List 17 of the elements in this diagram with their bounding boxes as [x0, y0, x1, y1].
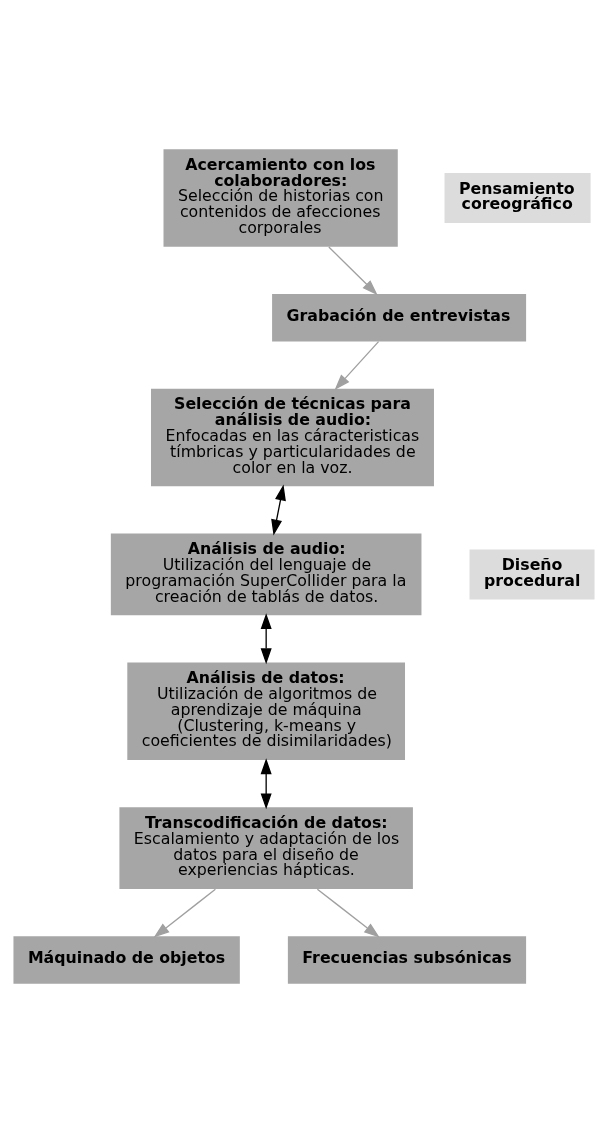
- node-box: Pensamiento coreográfico: [444, 172, 591, 223]
- arrow: [316, 888, 380, 938]
- arrow: [260, 613, 272, 665]
- node-box: Análisis de datos: Utilización de algoritmos de aprendizaje de máquina (Clustering, k-means y coeficientes de disimilaridades): [127, 662, 405, 760]
- node-box: Diseño procedural: [469, 549, 595, 600]
- arrow: [271, 484, 286, 536]
- node-box: Selección de técnicas para análisis de audio: Enfocadas en las cáracteristicas tímbricas y particularidades de color en la voz.: [151, 388, 434, 487]
- arrow: [260, 758, 272, 810]
- node-box: Máquinado de objetos: [13, 936, 240, 984]
- arrow: [153, 888, 217, 938]
- node-box: Grabación de entrevistas: [272, 294, 527, 342]
- node-box: Transcodificación de datos: Escalamiento y adaptación de los datos para el diseño de experiencias hápticas.: [119, 807, 413, 889]
- arrow: [334, 340, 380, 390]
- arrow: [328, 246, 378, 296]
- node-box: Frecuencias subsónicas: [287, 936, 527, 984]
- node-box: Análisis de audio: Utilización del lenguaje de programación SuperCollider para la creación de tablás de datos.: [110, 533, 422, 616]
- node-box: Acercamiento con los colaboradores: Selección de historias con contenidos de afecciones corporales: [163, 149, 398, 247]
